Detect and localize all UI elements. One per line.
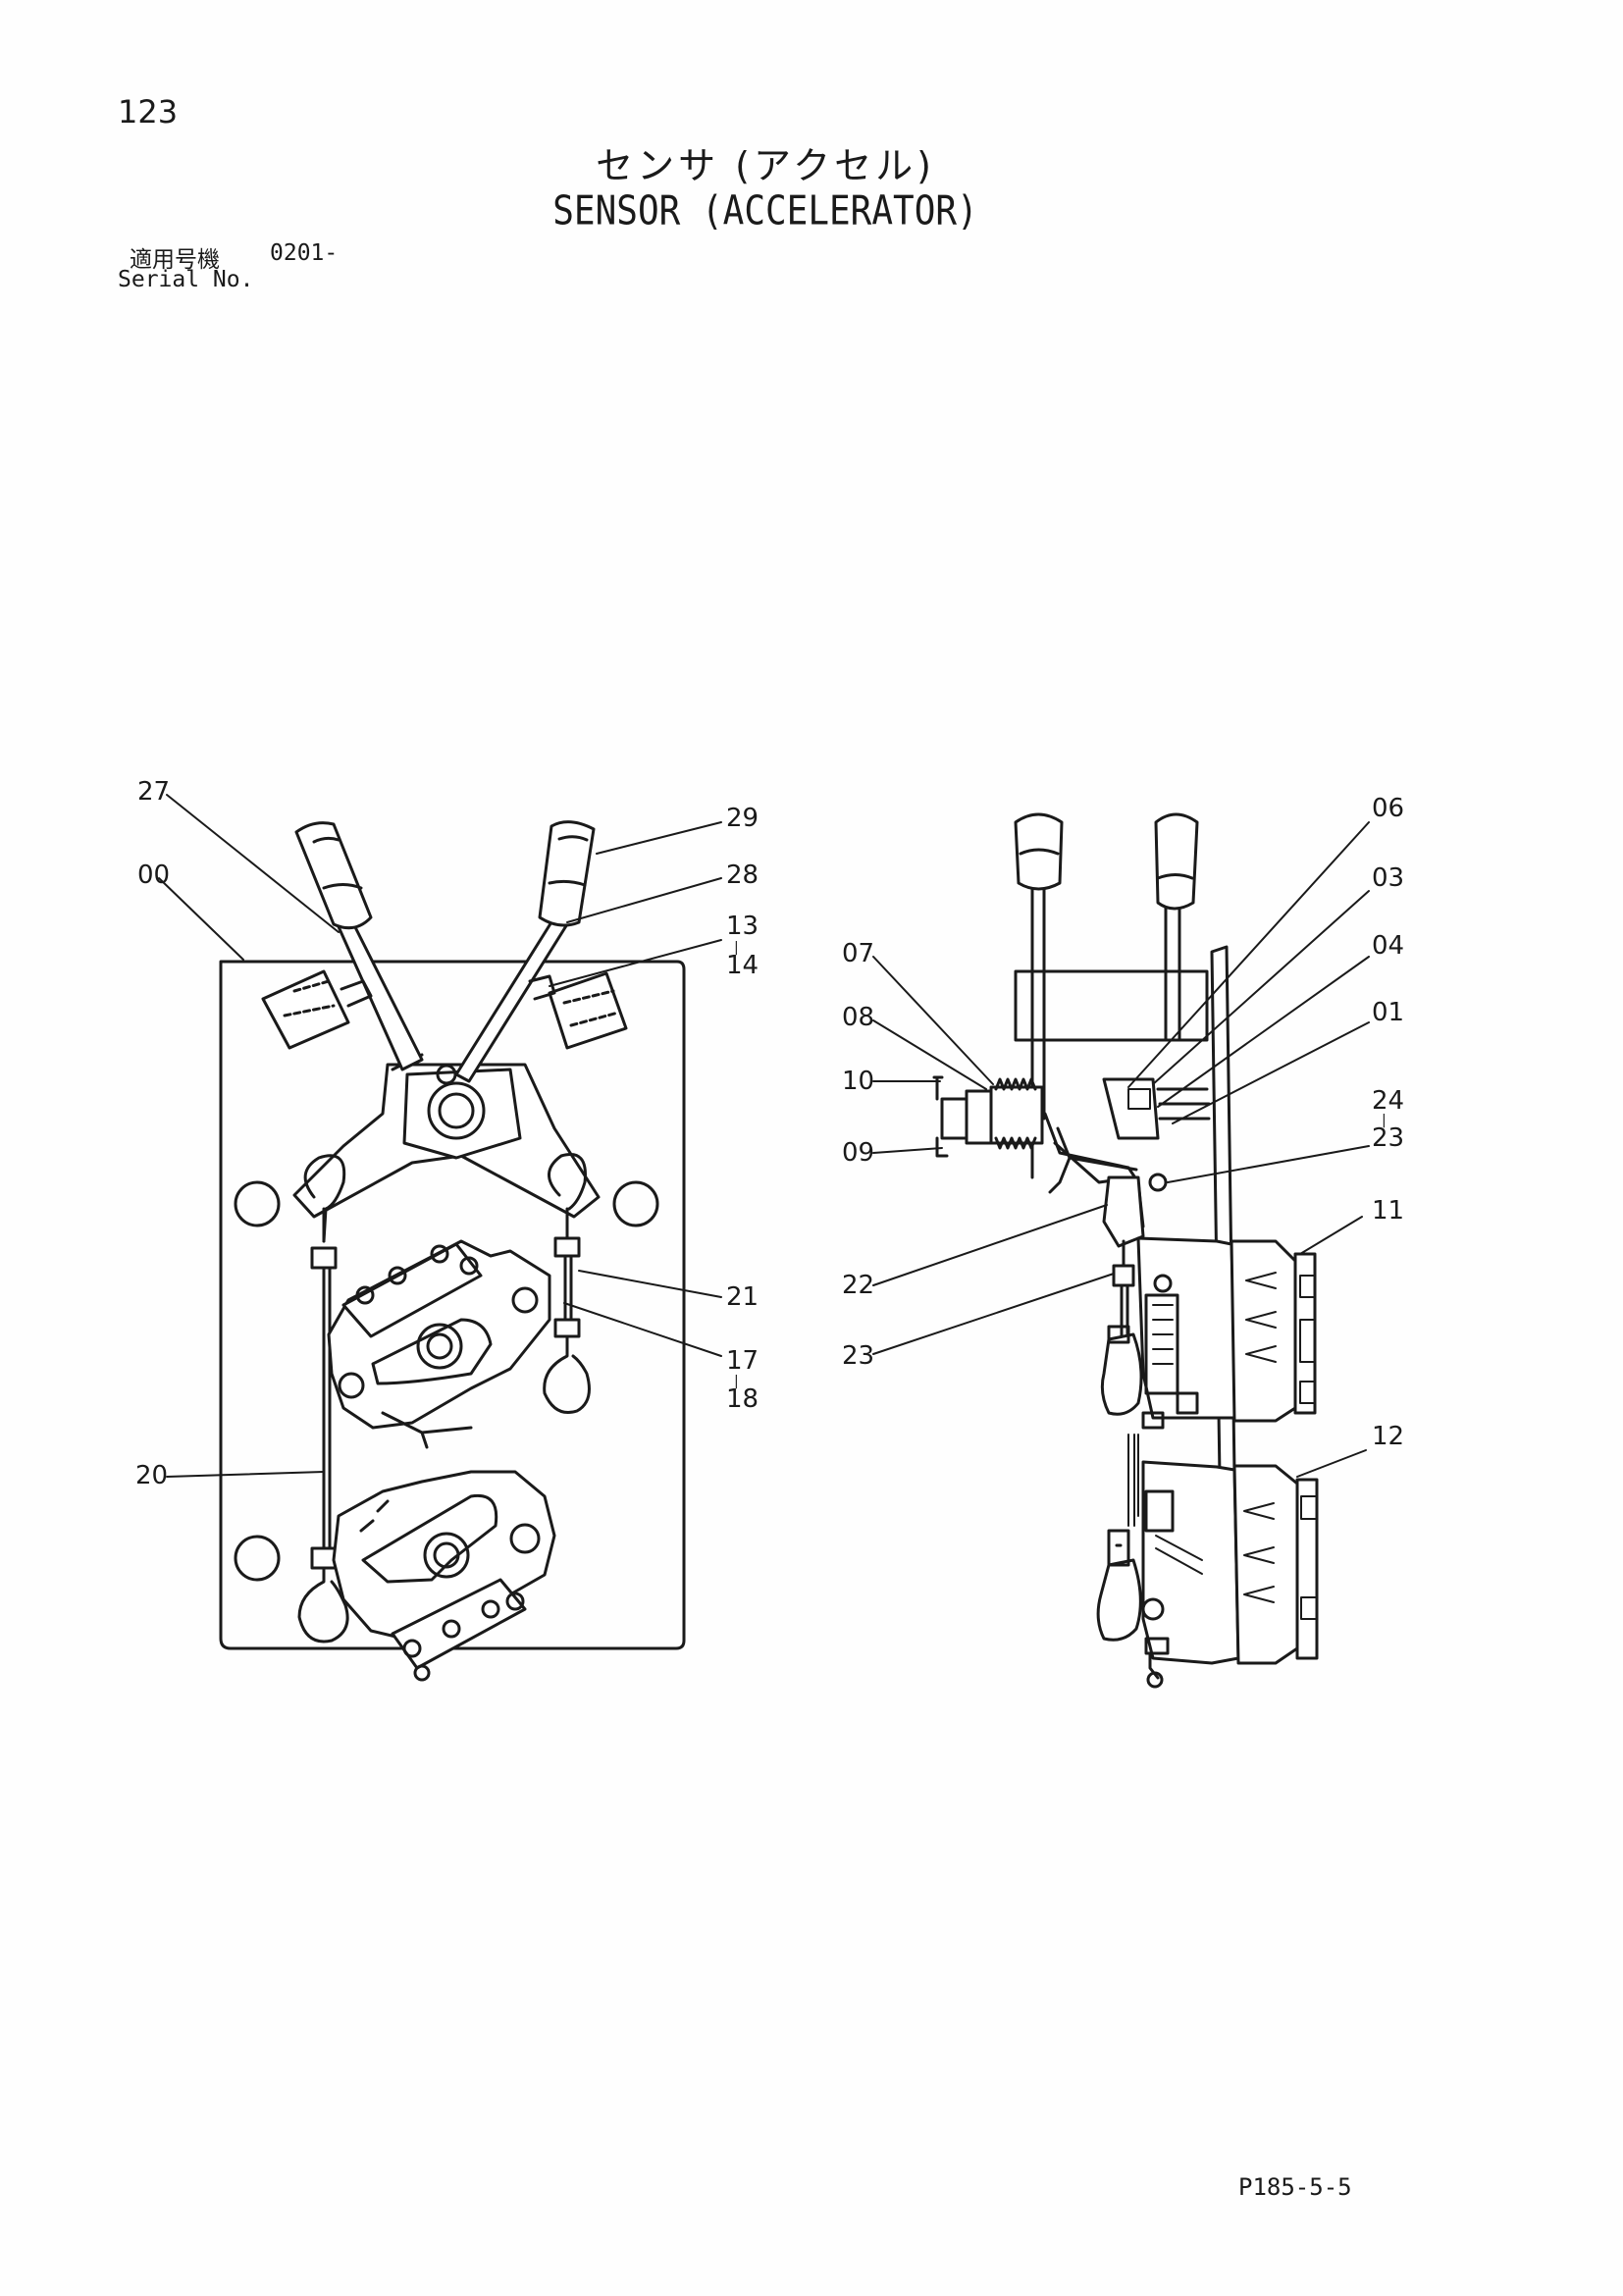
callout-23-lower: 23 — [842, 1341, 874, 1371]
left-upper-eye — [303, 1154, 346, 1243]
upper-housing — [1014, 969, 1209, 1042]
callout-14: 14 — [726, 951, 759, 980]
callout-22: 22 — [842, 1271, 874, 1300]
callout-01: 01 — [1372, 998, 1404, 1027]
front-view — [158, 794, 722, 1682]
left-link-rod — [310, 1207, 338, 1550]
callout-28: 28 — [726, 861, 759, 890]
callout-17-18-separator: | — [734, 1374, 739, 1389]
side-view-leader-lines — [872, 821, 1370, 1478]
lower-sensor-assembly — [332, 1470, 556, 1682]
callout-11: 11 — [1372, 1196, 1404, 1226]
side-front-knob — [1014, 812, 1064, 891]
upper-sensor-cam — [1100, 1332, 1143, 1416]
left-lever-knob — [294, 821, 373, 930]
lower-sensor-body — [1127, 1434, 1319, 1689]
upper-sensor-assembly — [327, 1239, 551, 1449]
callout-04: 04 — [1372, 931, 1404, 961]
mount-hole — [612, 1180, 659, 1227]
side-link-rod — [1112, 1239, 1135, 1346]
callout-07: 07 — [842, 939, 874, 968]
callout-labels: 27 00 29 28 13 | 14 21 17 | 18 20 07 08 … — [135, 777, 1404, 1490]
side-rear-knob — [1154, 812, 1199, 911]
callout-06: 06 — [1372, 794, 1404, 823]
front-view-leader-lines — [158, 794, 722, 1478]
right-lower-eye — [543, 1334, 591, 1414]
callout-24-23-separator: | — [1382, 1113, 1387, 1128]
side-view — [872, 812, 1370, 1689]
callout-09: 09 — [842, 1138, 874, 1168]
lower-sensor-cam — [1096, 1558, 1142, 1642]
callout-23-upper: 23 — [1372, 1123, 1404, 1153]
upper-sensor-body — [1136, 1236, 1317, 1430]
right-upper-eye — [548, 1153, 587, 1211]
left-bushing — [261, 969, 373, 1050]
left-lower-joint — [310, 1546, 338, 1570]
right-link-rod — [553, 1207, 581, 1338]
callout-08: 08 — [842, 1003, 874, 1032]
left-lever-rod — [335, 915, 424, 1071]
page-number: 123 — [118, 93, 179, 130]
side-rear-lever — [1164, 901, 1181, 1042]
center-hub — [402, 1068, 522, 1160]
callout-20: 20 — [135, 1461, 168, 1490]
callout-27: 27 — [137, 777, 170, 807]
callout-21: 21 — [726, 1282, 759, 1312]
callout-17: 17 — [726, 1346, 759, 1376]
page-title-english: SENSOR (ACCELERATOR) — [552, 187, 978, 235]
spring-assembly — [932, 1075, 1044, 1158]
right-lever-knob — [538, 820, 596, 927]
serial-label-japanese: 適用号機 — [130, 247, 220, 273]
page-title-japanese: センサ (アクセル) — [596, 144, 935, 187]
callout-13-14-separator: | — [734, 940, 739, 956]
mount-hole — [234, 1535, 281, 1582]
center-bolt-inner — [438, 1092, 475, 1129]
callout-13: 13 — [726, 912, 759, 941]
callout-24: 24 — [1372, 1086, 1404, 1116]
callout-12: 12 — [1372, 1422, 1404, 1451]
serial-number-value: 0201- — [270, 240, 339, 266]
callout-03: 03 — [1372, 863, 1404, 893]
callout-18: 18 — [726, 1384, 759, 1414]
serial-label-english: Serial No. — [118, 267, 254, 292]
callout-10: 10 — [842, 1067, 874, 1096]
callout-29: 29 — [726, 804, 759, 833]
mount-hole — [234, 1180, 281, 1227]
center-bolt — [427, 1081, 486, 1140]
base-plate — [219, 960, 686, 1650]
document-code: P185-5-5 — [1238, 2173, 1352, 2201]
callout-00: 00 — [137, 861, 170, 890]
right-bushing — [528, 971, 628, 1050]
